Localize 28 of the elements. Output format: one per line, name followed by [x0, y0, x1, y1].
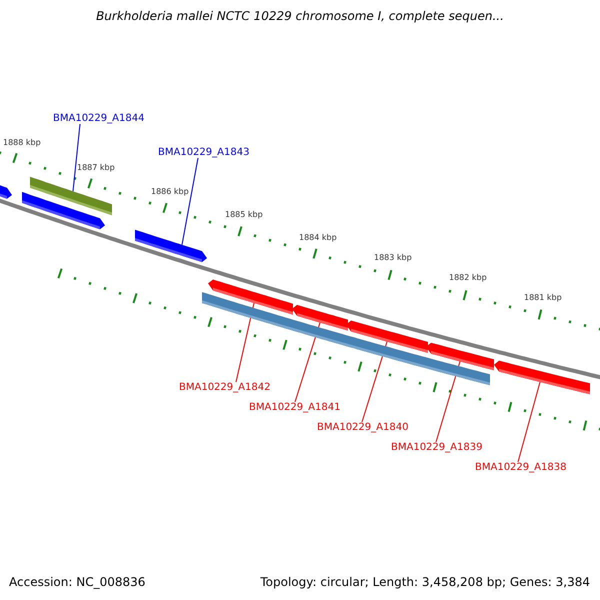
- scale-label: 1883 kbp: [374, 253, 412, 262]
- scale-label: 1885 kbp: [225, 210, 263, 219]
- scale-label: 1887 kbp: [77, 163, 115, 172]
- leader-line: [518, 382, 540, 462]
- scale-label: 1884 kbp: [299, 233, 337, 242]
- topology-text: Topology: circular; Length: 3,458,208 bp; Genes: 3,384: [260, 575, 590, 589]
- gene-label: BMA10229_A1840: [317, 422, 408, 433]
- scale-label: 1881 kbp: [524, 293, 562, 302]
- leader-line: [294, 322, 320, 402]
- leader-line: [362, 341, 388, 422]
- gene-feature: [22, 192, 105, 230]
- leader-line: [436, 360, 460, 442]
- gene-label: BMA10229_A1842: [179, 382, 270, 393]
- gene-label: BMA10229_A1841: [249, 402, 340, 413]
- leader-line: [72, 124, 80, 192]
- gene-label: BMA10229_A1844: [53, 113, 144, 124]
- gene-feature: [135, 230, 207, 262]
- scale-label: 1882 kbp: [449, 273, 487, 282]
- gene-label: BMA10229_A1843: [158, 147, 250, 158]
- leader-line: [182, 158, 198, 246]
- gene-feature: [494, 360, 590, 394]
- accession-text: Accession: NC_008836: [9, 575, 146, 589]
- scale-label: 1886 kbp: [151, 187, 189, 196]
- gene-label: BMA10229_A1839: [391, 442, 482, 453]
- gene-label: BMA10229_A1838: [475, 462, 566, 473]
- scale-label: 1888 kbp: [3, 138, 41, 147]
- title: Burkholderia mallei NCTC 10229 chromosome I, complete sequen...: [95, 9, 505, 23]
- leader-line: [236, 302, 254, 382]
